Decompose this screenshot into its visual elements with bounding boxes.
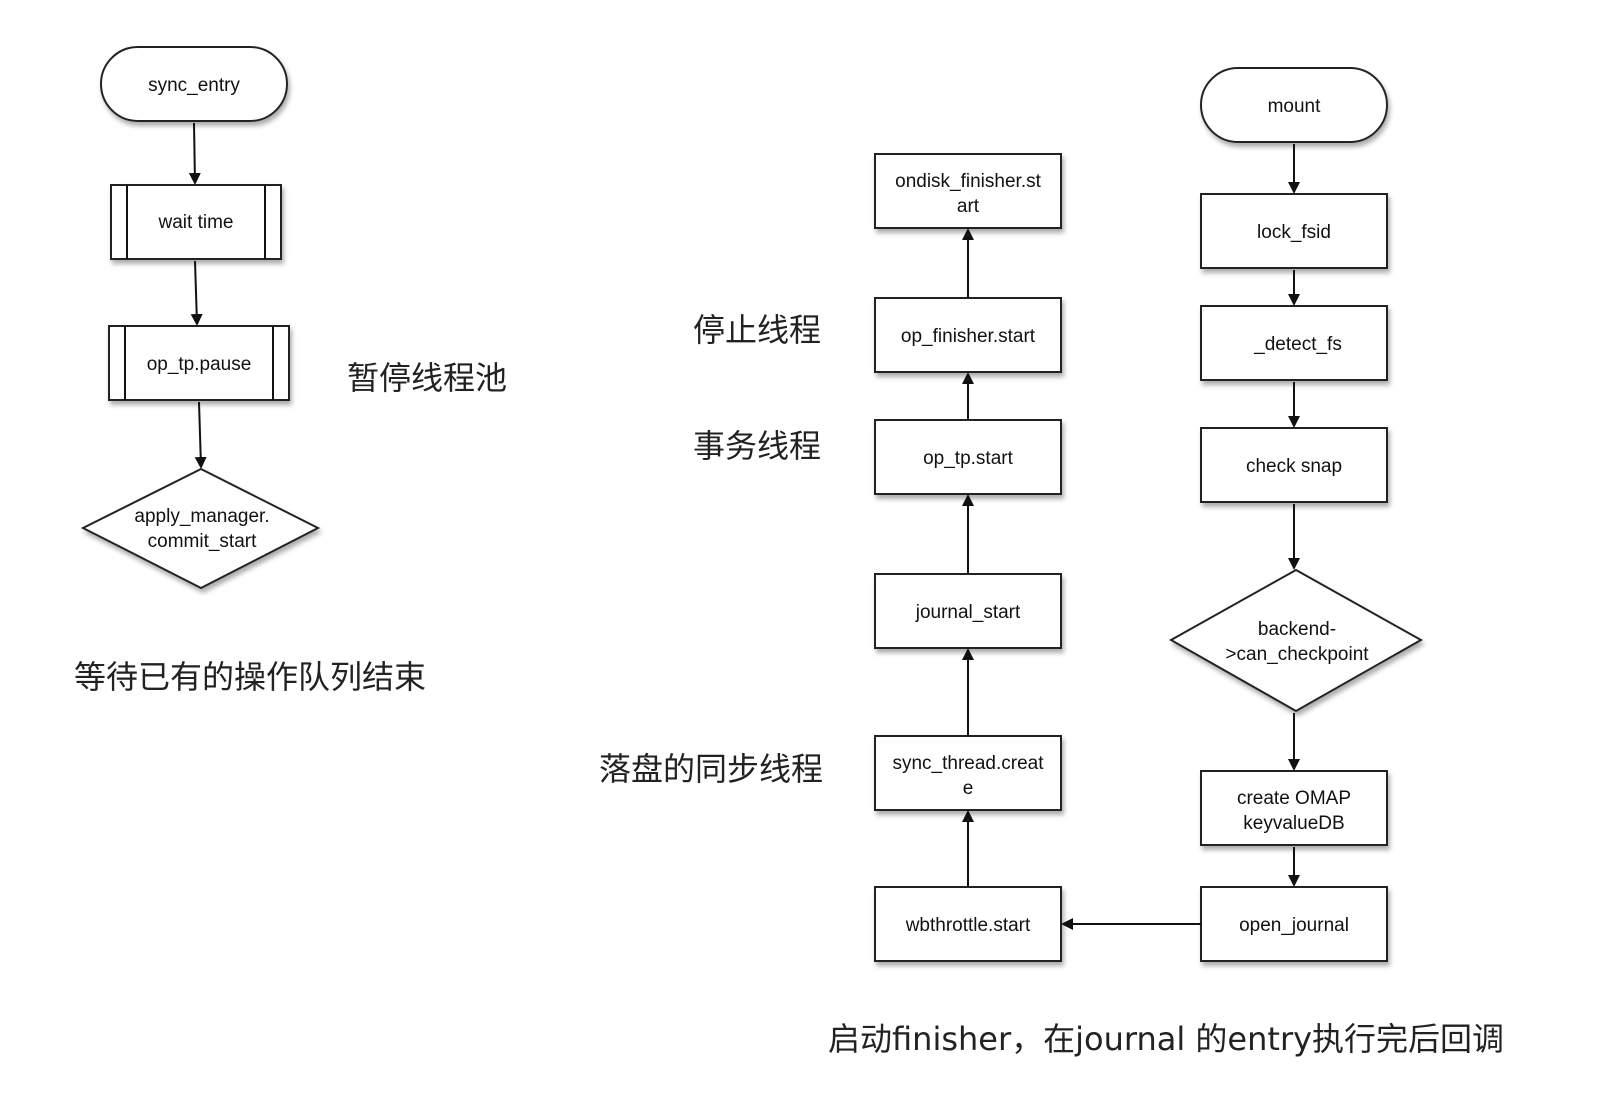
check-snap-node: check snap bbox=[1200, 427, 1388, 503]
open-journal-node: open_journal bbox=[1200, 886, 1388, 962]
apply-manager-label-line2: commit_start bbox=[148, 531, 257, 552]
create-omap-label-line1: create OMAP bbox=[1237, 788, 1351, 809]
op-tp-start-node: op_tp.start bbox=[874, 419, 1062, 495]
sync-entry-node: sync_entry bbox=[100, 46, 288, 122]
op-tp-start-label: op_tp.start bbox=[923, 448, 1013, 469]
note-pause-pool: 暂停线程池 bbox=[347, 359, 507, 397]
op-tp-pause-node: op_tp.pause bbox=[108, 325, 290, 401]
detect-fs-node: _detect_fs bbox=[1200, 305, 1388, 381]
detect-fs-label: _detect_fs bbox=[1253, 334, 1342, 355]
wait-time-label: wait time bbox=[158, 212, 234, 233]
note-sync-thread: 落盘的同步线程 bbox=[599, 750, 823, 788]
ondisk-finisher-node: ondisk_finisher.st art bbox=[874, 153, 1062, 229]
wbthrottle-label: wbthrottle.start bbox=[905, 915, 1031, 936]
lock-fsid-node: lock_fsid bbox=[1200, 193, 1388, 269]
apply-manager-label-line1: apply_manager. bbox=[134, 506, 269, 527]
note-wait-existing: 等待已有的操作队列结束 bbox=[74, 658, 426, 696]
create-omap-label-line2: keyvalueDB bbox=[1243, 813, 1344, 834]
note-finisher: 启动finisher，在journal 的entry执行完后回调 bbox=[828, 1020, 1504, 1058]
backend-label-line2: >can_checkpoint bbox=[1225, 644, 1369, 665]
op-finisher-node: op_finisher.start bbox=[874, 297, 1062, 373]
journal-start-label: journal_start bbox=[915, 602, 1021, 623]
wbthrottle-node: wbthrottle.start bbox=[874, 886, 1062, 962]
wait-time-node: wait time bbox=[110, 184, 282, 260]
note-transaction-thread: 事务线程 bbox=[693, 427, 821, 465]
journal-start-node: journal_start bbox=[874, 573, 1062, 649]
note-stop-thread: 停止线程 bbox=[693, 311, 821, 349]
arrow-wait-to-pause bbox=[190, 260, 203, 326]
open-journal-label: open_journal bbox=[1239, 915, 1349, 936]
lock-fsid-label: lock_fsid bbox=[1257, 222, 1331, 243]
ondisk-finisher-label-line1: ondisk_finisher.st bbox=[895, 171, 1041, 192]
start-column: wbthrottle.start sync_thread.creat e jou… bbox=[874, 153, 1201, 962]
check-snap-label: check snap bbox=[1246, 456, 1342, 477]
ondisk-finisher-label-line2: art bbox=[957, 196, 980, 217]
sync-thread-label-line2: e bbox=[963, 778, 974, 799]
sync-thread-label-line1: sync_thread.creat bbox=[892, 753, 1044, 774]
annotations: 暂停线程池 等待已有的操作队列结束 停止线程 事务线程 落盘的同步线程 启动fi… bbox=[74, 311, 1504, 1058]
arrow-pause-to-apply bbox=[194, 401, 207, 469]
mount-node: mount bbox=[1200, 67, 1388, 143]
apply-manager-decision: apply_manager. commit_start bbox=[80, 467, 321, 590]
backend-label-line1: backend- bbox=[1258, 619, 1336, 640]
sync-thread-node: sync_thread.creat e bbox=[874, 735, 1062, 811]
mount-label: mount bbox=[1268, 96, 1322, 117]
sync-entry-label: sync_entry bbox=[148, 75, 240, 96]
left-flow: sync_entry wait time op_tp.pause apply_m… bbox=[80, 46, 321, 590]
arrow-sync-entry-to-wait bbox=[188, 122, 201, 185]
backend-checkpoint-decision: backend- >can_checkpoint bbox=[1168, 568, 1424, 713]
op-finisher-label: op_finisher.start bbox=[901, 326, 1036, 347]
op-tp-pause-label: op_tp.pause bbox=[147, 354, 252, 375]
create-omap-node: create OMAP keyvalueDB bbox=[1200, 770, 1388, 846]
mount-column: mount lock_fsid _detect_fs check snap ba… bbox=[1168, 67, 1424, 962]
